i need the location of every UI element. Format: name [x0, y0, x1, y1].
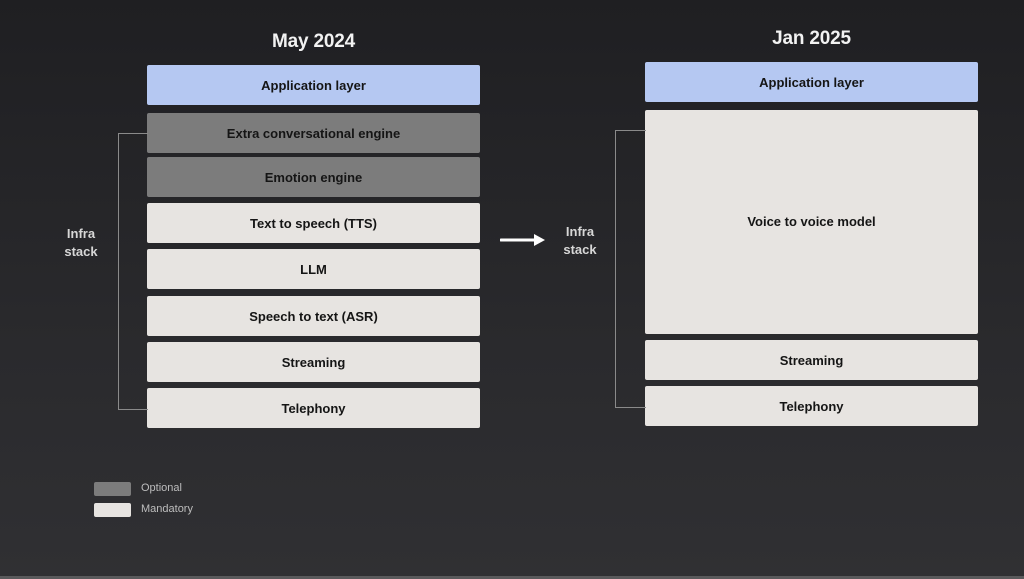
left-layer-asr: Speech to text (ASR): [147, 296, 480, 336]
left-layer-tts: Text to speech (TTS): [147, 203, 480, 243]
right-layer-telephony: Telephony: [645, 386, 978, 426]
left-infra-label: Infra stack: [56, 225, 106, 261]
legend-mandatory-label: Mandatory: [141, 503, 193, 515]
left-infra-bracket: [118, 133, 148, 410]
right-layer-voice-to-voice-label: Voice to voice model: [747, 214, 876, 229]
left-application-layer: Application layer: [147, 65, 480, 105]
right-infra-bracket: [615, 130, 646, 408]
right-application-layer: Application layer: [645, 62, 978, 102]
legend-mandatory-swatch: [94, 503, 131, 517]
left-title: May 2024: [272, 31, 355, 52]
left-layer-extra-conversational-engine: Extra conversational engine: [147, 113, 480, 153]
right-layer-voice-to-voice: Voice to voice model: [645, 110, 978, 334]
left-layer-telephony: Telephony: [147, 388, 480, 428]
arrow-right-icon: [500, 234, 545, 246]
bottom-divider: [0, 576, 1024, 579]
right-infra-label-line2: stack: [563, 242, 597, 257]
right-infra-label-line1: Infra: [565, 224, 595, 239]
left-infra-label-line1: Infra: [66, 226, 96, 241]
right-layer-streaming: Streaming: [645, 340, 978, 380]
left-layer-llm: LLM: [147, 249, 480, 289]
right-title: Jan 2025: [772, 28, 851, 49]
legend-optional-label: Optional: [141, 482, 182, 494]
right-infra-label: Infra stack: [555, 223, 605, 259]
legend-optional-swatch: [94, 482, 131, 496]
left-layer-emotion-engine: Emotion engine: [147, 157, 480, 197]
left-infra-label-line2: stack: [64, 244, 98, 259]
left-layer-streaming: Streaming: [147, 342, 480, 382]
